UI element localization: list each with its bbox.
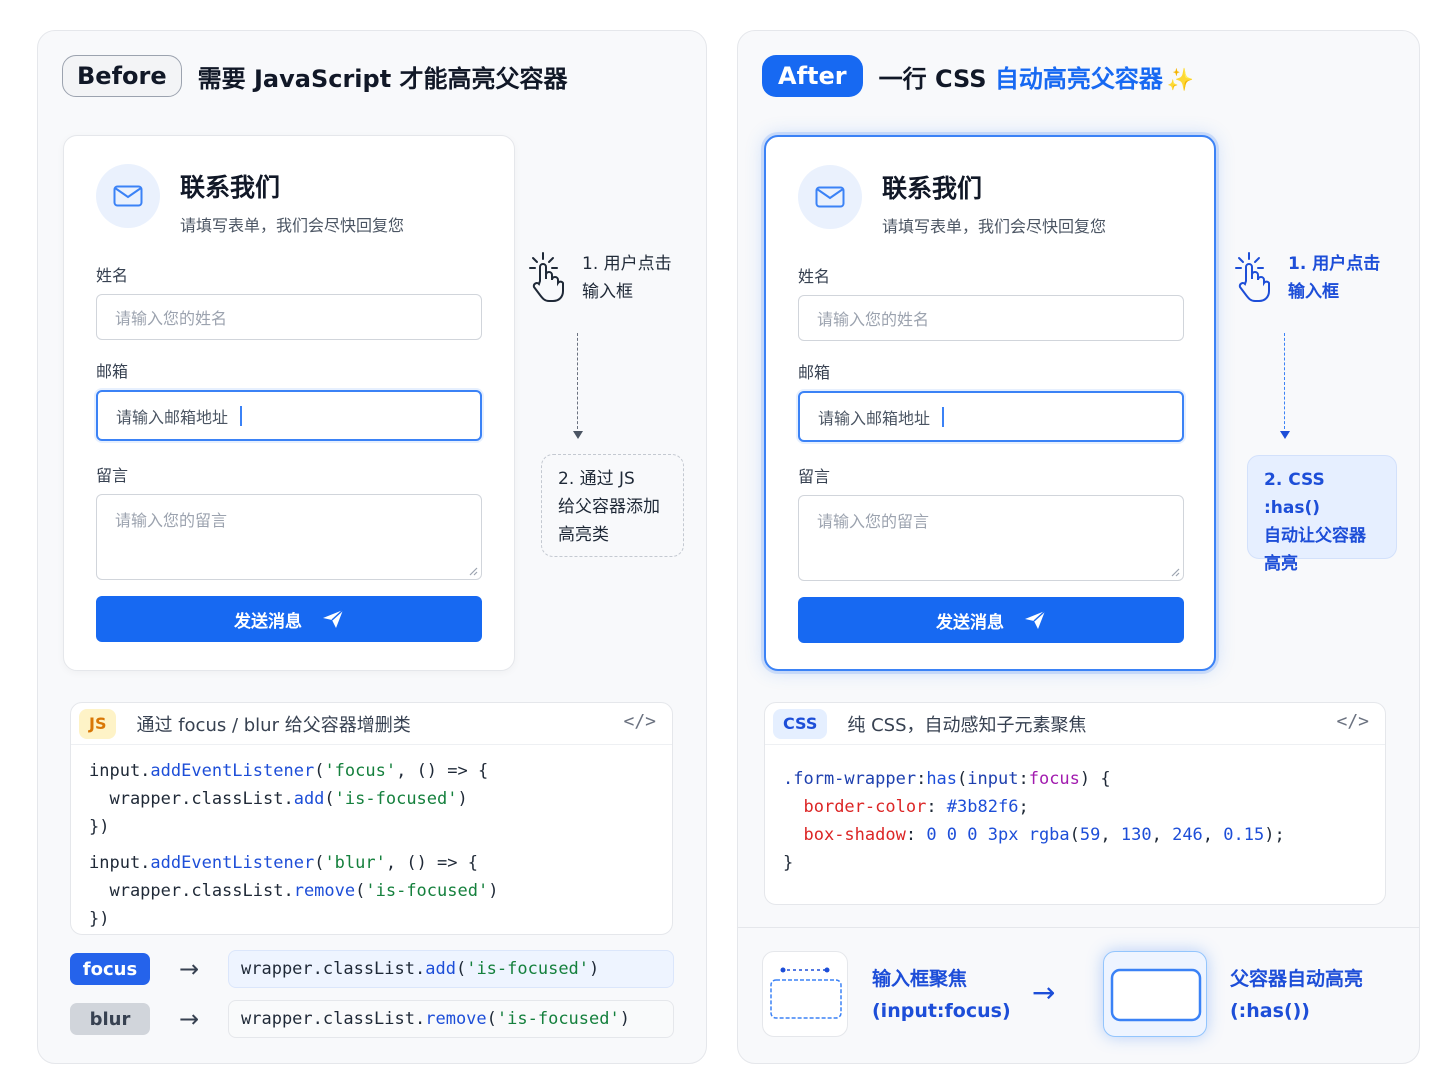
parent-highlight-label: 父容器自动高亮 (:has()) [1230,963,1363,1027]
after-title-prefix: 一行 CSS [878,64,995,93]
before-header: Before 需要 JavaScript 才能高亮父容器 [62,55,568,97]
step2-line3: 高亮类 [558,525,609,545]
name-label: 姓名 [798,267,831,286]
focus-event-row: focus → wrapper.classList.add('is-focuse… [70,950,674,988]
blur-event-code: wrapper.classList.remove('is-focused') [228,1000,674,1038]
css-code-block: .form-wrapper:has(input:focus) { border-… [783,769,1285,873]
arrow-right-icon: → [178,955,200,983]
send-button-label: 发送消息 [936,612,1004,633]
after-badge: After [762,55,863,97]
step1-note: 1. 用户点击 输入框 [582,250,672,306]
message-placeholder: 请输入您的留言 [817,512,930,531]
message-textarea[interactable]: 请输入您的留言 [96,494,482,580]
parent-highlight-icon [1110,968,1202,1022]
message-label: 留言 [798,467,831,486]
js-code-card: JS 通过 focus / blur 给父容器增删类 </> input.add… [70,702,673,935]
email-placeholder: 请输入邮箱地址 [818,408,931,428]
step2-line2: 自动让父容器 [1264,526,1366,546]
js-code-header: JS 通过 focus / blur 给父容器增删类 </> [71,703,672,745]
focus-event-code: wrapper.classList.add('is-focused') [228,950,674,988]
email-placeholder: 请输入邮箱地址 [116,407,229,427]
css-badge: CSS [773,708,828,739]
mail-icon [798,165,862,229]
name-input[interactable]: 请输入您的姓名 [96,294,482,340]
after-panel: After 一行 CSS 自动高亮父容器✨ 联系我们 请填写表单，我们会尽快回复… [737,30,1420,1064]
message-placeholder: 请输入您的留言 [115,511,228,530]
before-badge: Before [62,55,182,97]
code-icon[interactable]: </> [1336,711,1369,732]
css-code-title: 纯 CSS，自动感知子元素聚焦 [847,714,1087,736]
pointer-hand-icon [529,252,564,302]
email-input[interactable]: 请输入邮箱地址 [96,390,482,441]
input-focus-label: 输入框聚焦 (input:focus) [872,963,1011,1027]
css-code-card: CSS 纯 CSS，自动感知子元素聚焦 </> .form-wrapper:ha… [764,702,1386,905]
css-code-header: CSS 纯 CSS，自动感知子元素聚焦 </> [765,703,1385,745]
after-header: After 一行 CSS 自动高亮父容器✨ [762,55,1194,97]
form-subtitle: 请填写表单，我们会尽快回复您 [882,217,1107,236]
js-badge: JS [79,708,117,739]
blur-event-row: blur → wrapper.classList.remove('is-focu… [70,1000,674,1038]
resize-handle-icon[interactable] [468,566,478,576]
step1-line2: 输入框 [1288,282,1339,302]
js-code-block: input.addEventListener('focus', () => { … [89,761,499,929]
step2-line1: 2. CSS :has() [1264,470,1325,518]
step2-note: 2. 通过 JS 给父容器添加 高亮类 [541,454,684,557]
step2-note: 2. CSS :has() 自动让父容器 高亮 [1247,455,1397,574]
send-button[interactable]: 发送消息 [96,596,482,642]
form-title: 联系我们 [882,174,983,203]
before-title: 需要 JavaScript 才能高亮父容器 [197,64,568,93]
form-subtitle: 请填写表单，我们会尽快回复您 [180,216,405,235]
paper-plane-icon [323,609,344,628]
step1-line1: 1. 用户点击 [582,254,672,274]
flow-dashed-line [1284,333,1285,429]
focus-event-pill: focus [70,953,150,985]
arrow-right-icon: → [178,1005,200,1033]
after-title-highlight: 自动高亮父容器 [994,64,1163,93]
name-placeholder: 请输入您的姓名 [817,310,930,329]
js-code-title: 通过 focus / blur 给父容器增删类 [136,714,411,736]
mail-icon [96,164,160,228]
step2-line3: 高亮 [1264,554,1298,574]
step2-line2: 给父容器添加 [558,497,660,517]
after-form-card: 联系我们 请填写表单，我们会尽快回复您 姓名 请输入您的姓名 邮箱 请输入邮箱地… [764,135,1216,671]
text-caret [240,405,243,426]
send-button[interactable]: 发送消息 [798,597,1184,643]
name-placeholder: 请输入您的姓名 [115,309,228,328]
arrow-down-icon [573,431,583,439]
name-label: 姓名 [96,266,129,285]
step2-line1: 2. 通过 JS [558,469,635,489]
name-input[interactable]: 请输入您的姓名 [798,295,1184,341]
text-caret [942,406,945,427]
message-textarea[interactable]: 请输入您的留言 [798,495,1184,581]
input-focus-label-line2: (input:focus) [872,1000,1011,1022]
step1-note: 1. 用户点击 输入框 [1288,250,1380,306]
after-title: 一行 CSS 自动高亮父容器✨ [879,59,1195,94]
arrow-down-icon [1280,431,1290,439]
step1-line1: 1. 用户点击 [1288,254,1381,274]
before-panel: Before 需要 JavaScript 才能高亮父容器 联系我们 请填写表单，… [37,30,707,1064]
code-icon[interactable]: </> [623,711,656,732]
pointer-hand-icon [1235,252,1270,302]
message-label: 留言 [96,466,129,485]
email-label: 邮箱 [798,363,831,382]
email-label: 邮箱 [96,362,129,381]
input-focus-icon [770,967,842,1019]
parent-highlight-label-line1: 父容器自动高亮 [1230,968,1364,990]
blur-event-pill: blur [70,1003,150,1035]
flow-dashed-line [577,333,578,429]
input-focus-label-line1: 输入框聚焦 [872,968,968,990]
resize-handle-icon[interactable] [1170,567,1180,577]
paper-plane-icon [1025,610,1046,629]
section-divider [738,927,1419,928]
form-title: 联系我们 [180,173,281,202]
step1-line2: 输入框 [582,282,633,302]
send-button-label: 发送消息 [234,611,302,632]
parent-highlight-illustration [1103,951,1207,1037]
email-input[interactable]: 请输入邮箱地址 [798,391,1184,442]
before-form-card: 联系我们 请填写表单，我们会尽快回复您 姓名 请输入您的姓名 邮箱 请输入邮箱地… [63,135,515,671]
sparkle-icon: ✨ [1166,67,1195,93]
parent-highlight-label-line2: (:has()) [1230,1000,1310,1022]
input-focus-illustration [762,951,848,1037]
arrow-right-icon: → [1032,976,1056,1009]
